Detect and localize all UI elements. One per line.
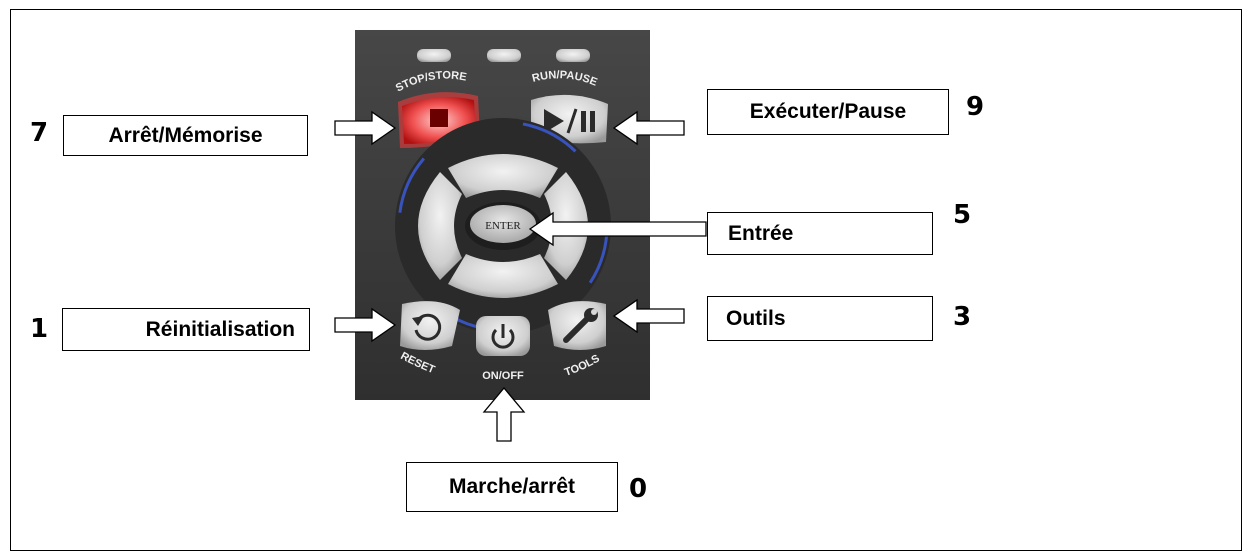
indicator-pill [556,49,590,62]
label-stop-store-text: Arrêt/Mémorise [108,123,263,147]
on-off-caption: ON/OFF [482,370,524,382]
label-run-pause-text: Exécuter/Pause [749,100,907,123]
stop-square-icon [430,109,448,127]
reset-button[interactable] [400,301,460,350]
label-on-off: Marche/arrêt [406,462,618,512]
label-reset-text: Réinitialisation [145,317,295,341]
label-run-pause: Exécuter/Pause [707,89,949,135]
arrow-to-on-off [482,386,526,442]
number-tools: 3 [953,302,972,332]
arrow-to-enter [528,211,707,247]
label-enter-text: Entrée [728,221,794,245]
number-run-pause: 9 [966,92,985,122]
label-tools-text: Outils [726,306,786,330]
nav-up-key[interactable] [448,154,558,198]
label-stop-store: Arrêt/Mémorise [63,115,308,156]
indicator-pill [487,49,521,62]
arrow-to-reset [334,307,397,343]
number-on-off: 0 [629,474,648,504]
figure-frame [10,9,1242,551]
enter-key-label: ENTER [485,220,521,232]
on-off-button[interactable] [476,316,530,356]
number-reset: 1 [30,314,49,344]
tools-button[interactable] [548,301,606,350]
indicator-pill [417,49,451,62]
label-on-off-text: Marche/arrêt [448,475,576,498]
arrow-to-stop-store [334,110,397,146]
arrow-to-tools [612,298,685,334]
number-enter: 5 [953,200,972,230]
arrow-to-run-pause [612,110,685,146]
play-pause-icon [544,108,595,134]
wrench-icon [563,308,598,343]
nav-left-key[interactable] [418,172,462,280]
number-stop-store: 7 [30,118,49,148]
undo-arrow-icon [414,313,442,341]
power-icon [491,324,515,349]
label-tools: Outils [707,296,933,341]
label-reset: Réinitialisation [62,308,310,351]
enter-button[interactable]: ENTER [465,202,541,250]
label-enter: Entrée [707,212,933,255]
nav-down-key[interactable] [448,254,558,298]
